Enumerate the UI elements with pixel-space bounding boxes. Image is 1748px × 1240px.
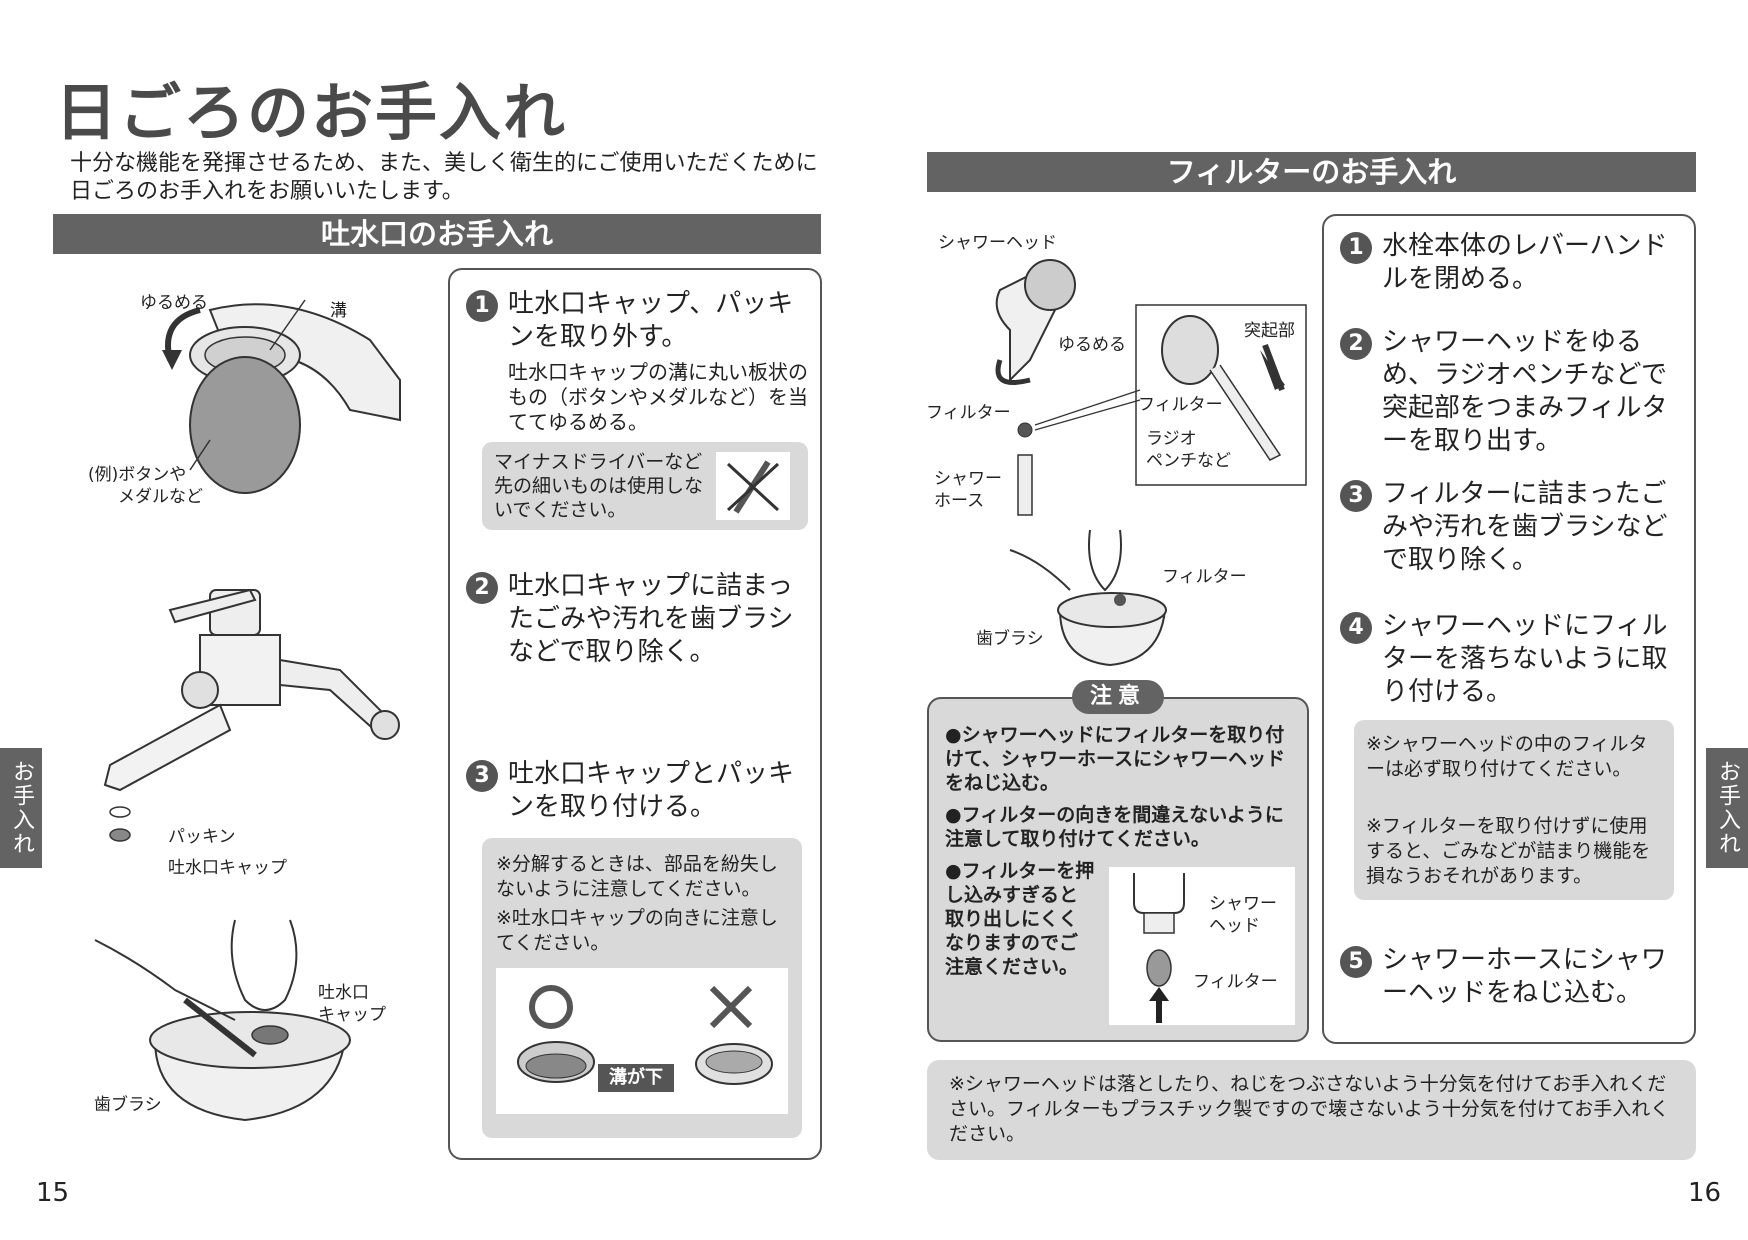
label-groove: 溝: [330, 301, 347, 321]
spout-steps-panel: 1 吐水口キャップ、パッキンを取り外す。 吐水口キャップの溝に丸い板状のもの（ボ…: [448, 268, 822, 1160]
cap-orientation-figure: 溝が下: [496, 968, 788, 1114]
side-tab-right: お手入れ: [1706, 748, 1748, 868]
step-text: フィルターに詰まったごみや汚れを歯ブラシなどで取り除く。: [1382, 479, 1668, 575]
step-text: 吐水口キャップとパッキンを取り付ける。: [508, 759, 795, 822]
note-1: ※分解するときは、部品を紛失しないように注意してください。: [496, 853, 778, 900]
label-spout-cap2a: 吐水口: [318, 983, 369, 1003]
step-number: 5: [1340, 946, 1372, 978]
page-number-right: 16: [1688, 1178, 1722, 1208]
caution-item-1: ●シャワーヘッドにフィルターを取り付けて、シャワーホースにシャワーヘッドをねじ込…: [945, 724, 1286, 794]
caution-tag: 注意: [1072, 680, 1164, 714]
groove-down-tag: 溝が下: [598, 1064, 674, 1092]
filter-step-1: 1 水栓本体のレバーハンドルを閉める。: [1340, 230, 1685, 296]
caution-item-2: ●フィルターの向きを間違えないように注意して取り付けてください。: [945, 804, 1284, 850]
spout-notes-box: ※分解するときは、部品を紛失しないように注意してください。 ※吐水口キャップの向…: [482, 838, 802, 1138]
side-tab-left: お手入れ: [0, 748, 42, 868]
filter-note-1: ※シャワーヘッドの中のフィルターは必ず取り付けてください。: [1366, 733, 1648, 780]
label-toothbrush-right: 歯ブラシ: [976, 629, 1044, 649]
filter-steps-panel: 1 水栓本体のレバーハンドルを閉める。 2 シャワーヘッドをゆるめ、ラジオペンチ…: [1322, 214, 1696, 1044]
label-protrusion: 突起部: [1244, 321, 1295, 341]
warning-box: マイナスドライバーなど先の細いものは使用しないでください。: [482, 442, 808, 530]
spout-step-2: 2 吐水口キャップに詰まったごみや汚れを歯ブラシなどで取り除く。: [466, 570, 811, 669]
spout-cap-removal-illustration: [162, 299, 401, 494]
label-filter-c: フィルター: [1162, 567, 1247, 587]
label-hose-2: ホース: [934, 491, 985, 511]
step-number: 3: [1340, 480, 1372, 512]
page-title: 日ごろのお手入れ: [55, 76, 568, 149]
label-spout-cap: 吐水口キャップ: [168, 858, 287, 878]
step-text: シャワーヘッドにフィルターを落ちないように取り付ける。: [1382, 611, 1668, 707]
section-title-filter: フィルターのお手入れ: [927, 152, 1696, 192]
filter-step-5: 5 シャワーホースにシャワーヘッドをねじ込む。: [1340, 944, 1685, 1010]
step-text: 水栓本体のレバーハンドルを閉める。: [1382, 231, 1668, 294]
caution-item-3: ●フィルターを押し込みすぎると取り出しにくくなりますのでご注意ください。: [945, 860, 1095, 978]
bottom-note-text: ※シャワーヘッドは落としたり、ねじをつぶさないよう十分気を付けてお手入れください…: [949, 1073, 1670, 1145]
wrong-cross-icon: [709, 985, 753, 1029]
step-text: 吐水口キャップに詰まったごみや汚れを歯ブラシなどで取り除く。: [508, 571, 794, 667]
label-spout-cap2b: キャップ: [318, 1005, 386, 1025]
label-filter-b: フィルター: [926, 403, 1011, 423]
label-loosen-left: ゆるめる: [140, 293, 208, 313]
step-number: 1: [466, 290, 498, 322]
label-pliers-1: ラジオ: [1146, 429, 1197, 449]
step-number: 3: [466, 760, 498, 792]
label-example: (例)ボタンや: [88, 465, 187, 485]
page-number-left: 15: [36, 1178, 70, 1208]
warning-text: マイナスドライバーなど先の細いものは使用しないでください。: [494, 451, 704, 521]
caution-label-head2: ヘッド: [1209, 916, 1260, 936]
step-text: シャワーホースにシャワーヘッドをねじ込む。: [1382, 945, 1667, 1008]
label-toothbrush-left: 歯ブラシ: [94, 1095, 162, 1115]
faucet-illustration: [103, 588, 400, 842]
section-title-spout: 吐水口のお手入れ: [53, 214, 821, 254]
spout-step-3: 3 吐水口キャップとパッキンを取り付ける。: [466, 758, 811, 824]
filter-step-3: 3 フィルターに詰まったごみや汚れを歯ブラシなどで取り除く。: [1340, 478, 1685, 577]
filter-orientation-figure: シャワー ヘッド フィルター: [1109, 867, 1295, 1025]
caution-label-filter: フィルター: [1193, 972, 1278, 992]
step-text: シャワーヘッドをゆるめ、ラジオペンチなどで突起部をつまみフィルターを取り出す。: [1382, 327, 1668, 456]
label-packing: パッキン: [168, 827, 236, 847]
filter-note-2: ※フィルターを取り付けずに使用すると、ごみなどが詰まり機能を損なうおそれがありま…: [1366, 815, 1651, 887]
filter-step-4: 4 シャワーヘッドにフィルターを落ちないように取り付ける。: [1340, 610, 1685, 709]
label-loosen-right: ゆるめる: [1058, 335, 1126, 355]
caution-label-head1: シャワー: [1209, 894, 1277, 914]
label-filter-a: フィルター: [1138, 395, 1223, 415]
note-2: ※吐水口キャップの向きに注意してください。: [496, 907, 778, 954]
label-pliers-2: ペンチなど: [1146, 451, 1231, 471]
spout-step-1: 1 吐水口キャップ、パッキンを取り外す。: [466, 288, 811, 354]
step-number: 2: [1340, 328, 1372, 360]
bottom-note-box: ※シャワーヘッドは落としたり、ねじをつぶさないよう十分気を付けてお手入れください…: [927, 1060, 1696, 1160]
cleaning-cap-illustration: [94, 919, 351, 1122]
filter-step-2: 2 シャワーヘッドをゆるめ、ラジオペンチなどで突起部をつまみフィルターを取り出す…: [1340, 326, 1685, 458]
shower-head-illustration: [995, 259, 1307, 516]
filter-cleaning-illustration: [1009, 529, 1167, 667]
correct-circle-icon: [529, 985, 573, 1029]
step-number: 2: [466, 572, 498, 604]
step-number: 4: [1340, 612, 1372, 644]
intro-text: 十分な機能を発揮させるため、また、美しく衛生的にご使用いただくために日ごろのお手…: [70, 151, 818, 204]
wrong-cap-illustration: [695, 1043, 773, 1085]
head-filter-illustration: [1133, 873, 1185, 1023]
step-text: 吐水口キャップ、パッキンを取り外す。: [508, 289, 794, 352]
label-example2: メダルなど: [118, 487, 203, 507]
prohibited-screwdriver-icon: [716, 452, 790, 520]
spout-step-1-sub: 吐水口キャップの溝に丸い板状のもの（ボタンやメダルなど）を当ててゆるめる。: [508, 360, 808, 434]
step-number: 1: [1340, 232, 1372, 264]
correct-cap-illustration: [517, 1041, 595, 1083]
label-shower-head: シャワーヘッド: [938, 233, 1057, 253]
filter-notes-box: ※シャワーヘッドの中のフィルターは必ず取り付けてください。 ※フィルターを取り付…: [1354, 720, 1674, 900]
label-hose-1: シャワー: [934, 469, 1002, 489]
caution-box: ●シャワーヘッドにフィルターを取り付けて、シャワーホースにシャワーヘッドをねじ込…: [927, 697, 1309, 1042]
